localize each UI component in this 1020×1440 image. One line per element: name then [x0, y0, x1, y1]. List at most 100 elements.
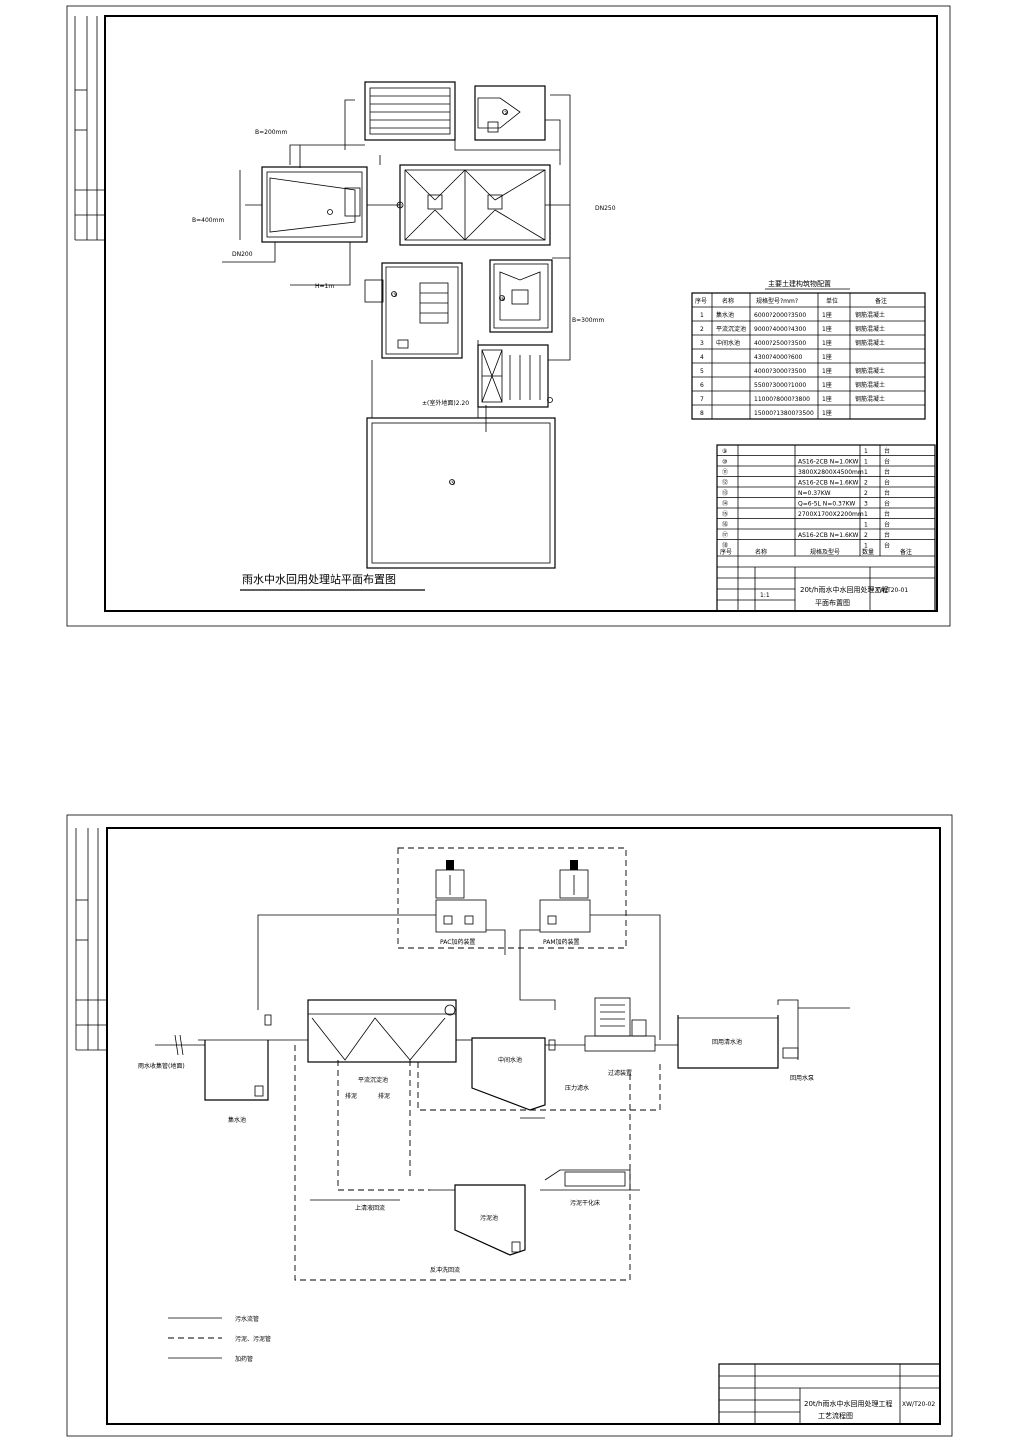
binding-strip-2: [75, 828, 107, 1051]
equip-cell: AS16-2CB N=1.0KW: [798, 459, 859, 466]
dim-b200: B=200mm: [255, 129, 287, 136]
equip-cell: 台: [884, 479, 890, 487]
equip-cell: 2700X1700X2200mm: [798, 511, 864, 518]
civil-cell: 钢筋混凝土: [855, 311, 885, 319]
equip-f-3: 数量: [862, 548, 874, 556]
civil-cell: 11000?8000?3800: [754, 396, 810, 403]
equip-cell: 台: [884, 500, 890, 508]
process-sediment-tank: [268, 999, 457, 1063]
civil-h-1: 名称: [722, 297, 734, 305]
equip-f-1: 名称: [755, 548, 767, 556]
equip-cell: ⑪: [722, 468, 728, 476]
label-supernatant: 上清液回流: [355, 1204, 385, 1212]
civil-cell: 1座: [822, 409, 832, 417]
equip-cell: 台: [884, 468, 890, 476]
title-block-2: 20t/h雨水中水回用处理工程 工艺流程图 XW/T20-02: [718, 1363, 941, 1425]
label-filter: 过滤装置: [608, 1069, 632, 1077]
tb1-scale: 1:1: [760, 592, 770, 599]
equip-cell: 台: [884, 510, 890, 518]
civil-cell: 1: [700, 312, 704, 319]
equip-cell: 3: [864, 501, 868, 508]
label-middle: 中间水池: [498, 1056, 522, 1064]
civil-h-0: 序号: [695, 297, 707, 305]
equip-cell: ⑬: [722, 489, 728, 497]
process-dewater-bed: [540, 1169, 640, 1191]
label-backwash: 反冲洗回流: [430, 1266, 460, 1274]
equip-cell: 台: [884, 521, 890, 529]
label-pac: PAC加药装置: [440, 938, 475, 946]
label-discharge: 排泥: [345, 1092, 357, 1100]
civil-h-3: 单位: [826, 297, 838, 305]
binding-strip-1: [74, 16, 105, 241]
process-reuse-tank: [655, 999, 850, 1069]
process-labels: 雨水收集管(地面) 集水池 平流沉淀池 中间水池 过滤装置 压力滤水 回用清水池…: [138, 1038, 814, 1274]
dim-h1m: H=1m: [315, 283, 334, 290]
equip-cell: 1: [864, 469, 868, 476]
civil-cell: 8: [700, 410, 704, 417]
civil-cell: 9000?4000?4300: [754, 326, 806, 333]
civil-cell: 2: [700, 326, 704, 333]
equip-cell: 3800X2800X4500mm: [798, 469, 864, 476]
civil-h-2: 规格型号?mm?: [756, 297, 798, 305]
civil-cell: 平流沉淀池: [716, 325, 746, 333]
civil-table-title: 主要土建构筑物配置: [768, 279, 831, 288]
plan-annotations: B=200mm B=400mm B=300mm DN200 DN250 H=1m…: [192, 110, 616, 487]
equip-cell: ⑮: [722, 510, 728, 518]
equip-cell: ⑭: [722, 500, 728, 508]
tb2-project: 20t/h雨水中水回用处理工程: [804, 1399, 892, 1408]
equip-cell: 1: [864, 543, 868, 550]
civil-cell: 7: [700, 396, 704, 403]
dim-dn200: DN200: [232, 251, 253, 258]
circle-2: ②: [503, 110, 509, 117]
equip-cell: ⑯: [722, 521, 728, 529]
civil-cell: 钢筋混凝土: [855, 367, 885, 375]
equip-cell: Q=6-5L N=0.37KW: [798, 501, 855, 508]
civil-cell: 钢筋混凝土: [855, 381, 885, 389]
tb2-number: XW/T20-02: [902, 1401, 935, 1408]
pam-dosing-unit: [539, 860, 591, 933]
equip-f-4: 备注: [900, 548, 912, 556]
label-drain: 排泥: [378, 1092, 390, 1100]
civil-cell: 5: [700, 368, 704, 375]
tb1-project: 20t/h雨水中水回用处理工程: [800, 585, 888, 594]
dim-b400: B=400mm: [192, 217, 224, 224]
equip-cell: 台: [884, 458, 890, 466]
civil-cell: 1座: [822, 325, 832, 333]
dim-dn250: DN250: [595, 205, 616, 212]
equip-cell: 1: [864, 459, 868, 466]
equip-cell: ⑰: [722, 531, 728, 539]
civil-cell: 3: [700, 340, 704, 347]
sheet-2: PAC加药装置 PAM加药装置: [66, 814, 953, 1437]
equip-cell: 1: [864, 448, 868, 455]
civil-cell: 4300?4000?600: [754, 354, 803, 361]
equip-f-2: 规格及型号: [810, 548, 840, 556]
legend-2: 加药管: [235, 1355, 253, 1363]
label-reuse-pump: 回用水泵: [790, 1074, 814, 1082]
circle-4: ④: [500, 296, 505, 303]
civil-cell: 1座: [822, 353, 832, 361]
circle-5: ⑤: [450, 480, 455, 487]
tb1-drawing: 平面布置图: [815, 598, 850, 607]
civil-cell: 钢筋混凝土: [855, 325, 885, 333]
legend-0: 污水流管: [235, 1315, 259, 1323]
equip-cell: ⑩: [722, 459, 727, 466]
civil-cell: 1座: [822, 339, 832, 347]
civil-cell: 6: [700, 382, 704, 389]
civil-cell: 4000?3000?3500: [754, 368, 806, 375]
equip-cell: ⑱: [722, 542, 728, 550]
pac-dosing-unit: [435, 860, 487, 933]
label-collect: 集水池: [228, 1116, 246, 1124]
civil-cell: 1座: [822, 367, 832, 375]
label-reuse: 回用清水池: [712, 1038, 742, 1046]
equip-cell: 2: [864, 480, 868, 487]
process-filter-unit: [545, 997, 656, 1052]
circle-3: ③: [392, 292, 397, 299]
label-pressure: 压力滤水: [565, 1084, 589, 1092]
circle-1: ①: [397, 203, 402, 210]
equip-cell: 台: [884, 542, 890, 550]
tb1-number: XW/T20-01: [875, 587, 908, 594]
equip-cell: AS16-2CB N=1.6KW: [798, 532, 859, 539]
civil-cell: 6000?2000?3500: [754, 312, 806, 319]
process-middle-tank: [456, 1037, 556, 1111]
equip-cell: AS16-2CB N=1.6KW: [798, 480, 859, 487]
